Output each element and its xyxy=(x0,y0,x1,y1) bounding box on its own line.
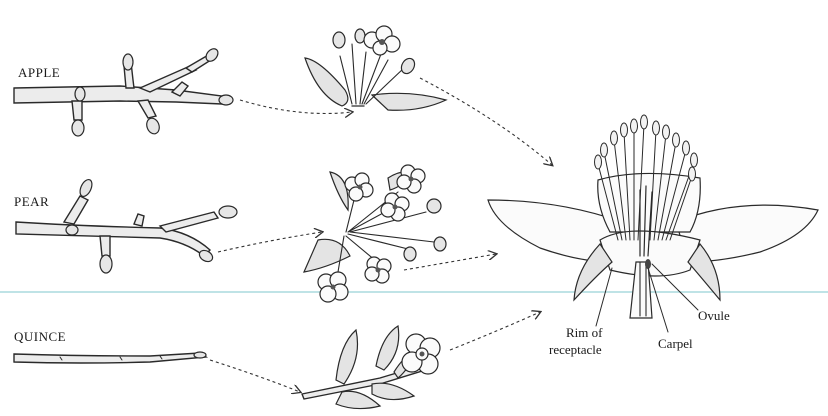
quince-flower-shoot xyxy=(302,326,440,409)
arrow-quince-twig xyxy=(210,360,300,392)
label-rim-line2: receptacle xyxy=(549,342,602,357)
label-ovule: Ovule xyxy=(698,308,730,323)
label-quince: QUINCE xyxy=(14,329,66,344)
arrow-pear-twig xyxy=(218,232,322,252)
arrow-quince-to-section xyxy=(450,312,540,350)
quince-twig xyxy=(14,352,206,363)
arrow-pear-to-section xyxy=(404,254,496,270)
label-apple: APPLE xyxy=(18,65,60,80)
apple-flower-cluster xyxy=(305,26,446,110)
label-rim-line1: Rim of xyxy=(566,325,603,340)
pear-twig xyxy=(16,178,237,273)
apple-twig xyxy=(14,46,233,136)
label-carpel: Carpel xyxy=(658,336,693,351)
arrow-apple-to-section xyxy=(420,78,552,165)
flower-longitudinal-section xyxy=(488,115,818,332)
label-pear: PEAR xyxy=(14,194,49,209)
pear-flower-cluster xyxy=(304,165,446,302)
